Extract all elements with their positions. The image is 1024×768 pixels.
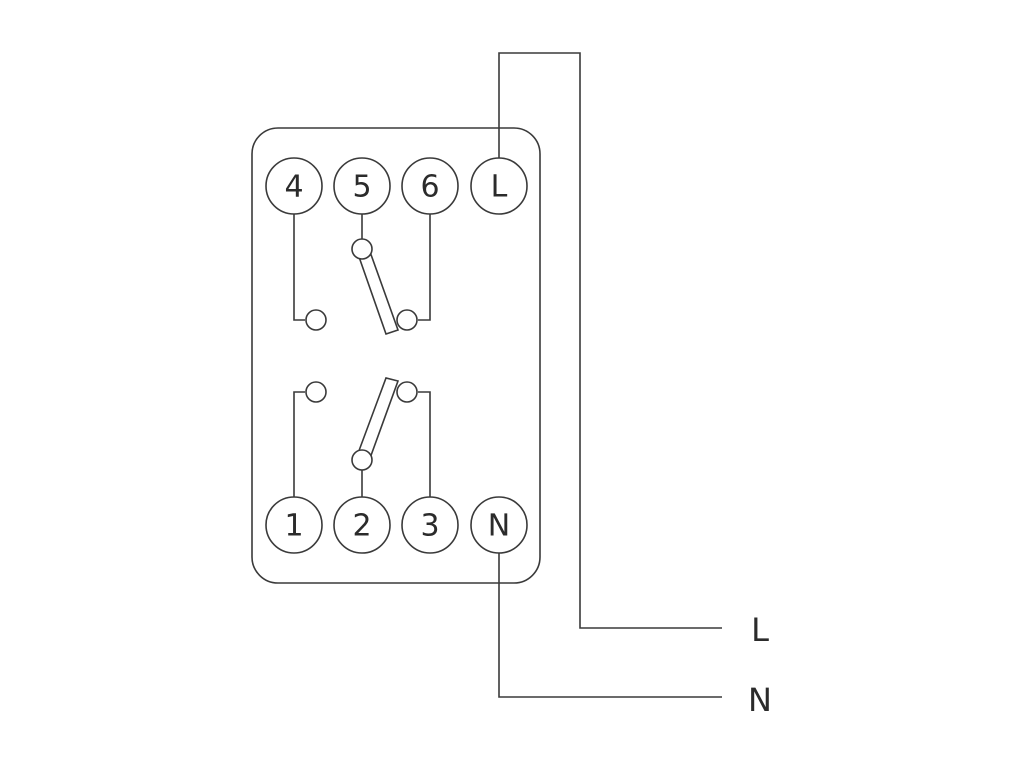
- device-housing: [251, 127, 541, 584]
- bottom-nc-contact: [305, 381, 327, 403]
- terminal-l-label: L: [491, 170, 508, 205]
- terminal-3: [401, 496, 459, 554]
- top-nc-contact: [305, 309, 327, 331]
- terminal-6-wire: [418, 209, 431, 321]
- bottom-switch-blade: [355, 377, 400, 463]
- bottom-no-contact: [396, 381, 418, 403]
- terminal-3-label: 3: [420, 509, 439, 544]
- terminal-4: [265, 157, 323, 215]
- terminal-2: [333, 496, 391, 554]
- terminal-6: [401, 157, 459, 215]
- terminal-5-label: 5: [352, 170, 371, 205]
- terminal-3-wire: [418, 391, 431, 501]
- terminal-6-label: 6: [420, 170, 439, 205]
- top-pivot-contact: [351, 238, 373, 260]
- supply-neutral-label: N: [748, 681, 772, 719]
- terminal-1-wire: [293, 391, 305, 501]
- bottom-pivot-contact: [351, 449, 373, 471]
- supply-line-label: L: [751, 611, 769, 649]
- terminal-4-label: 4: [284, 170, 303, 205]
- supply-line-wire: [498, 52, 722, 629]
- terminal-2-label: 2: [352, 509, 371, 544]
- terminal-1-label: 1: [284, 509, 303, 544]
- terminal-1: [265, 496, 323, 554]
- terminal-l: [470, 157, 528, 215]
- terminal-5: [333, 157, 391, 215]
- terminal-4-wire: [293, 209, 305, 321]
- top-no-contact: [396, 309, 418, 331]
- supply-neutral-wire: [498, 548, 722, 698]
- terminal-n-label: N: [488, 509, 510, 544]
- terminal-n: [470, 496, 528, 554]
- top-switch-blade: [357, 247, 400, 336]
